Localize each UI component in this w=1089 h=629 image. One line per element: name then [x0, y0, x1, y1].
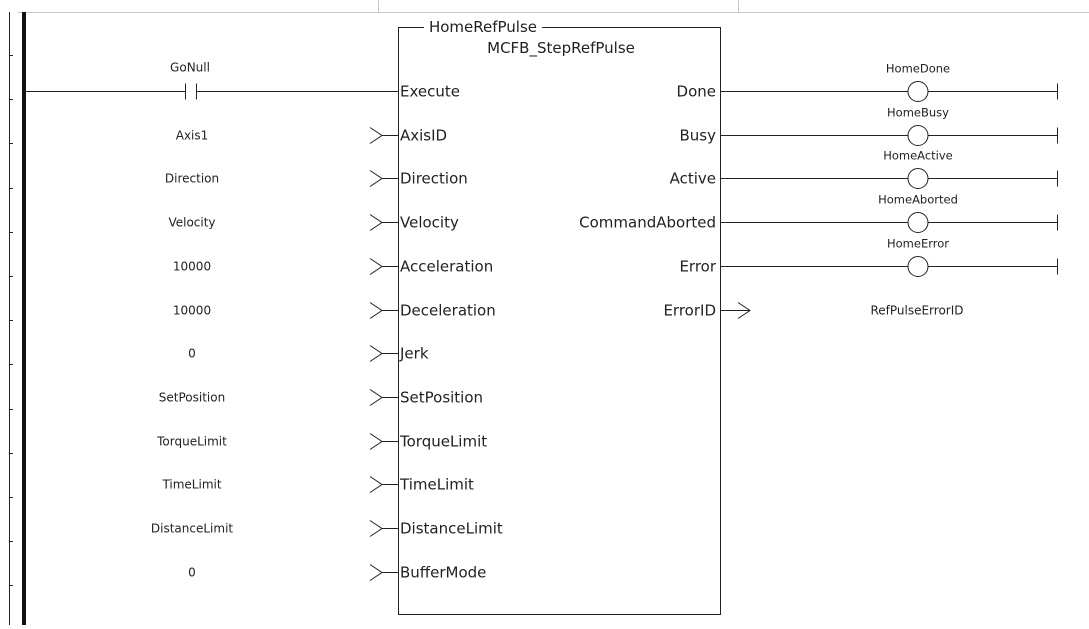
- coil-icon: [908, 82, 928, 102]
- input-timelimit[interactable]: TimeLimit TimeLimit: [161, 476, 474, 494]
- input-variable-label: Direction: [165, 172, 219, 186]
- input-variable-label: 10000: [173, 260, 211, 274]
- pin-label: ErrorID: [663, 302, 716, 320]
- input-variable-label: 0: [188, 347, 196, 361]
- input-variable-label: TimeLimit: [161, 478, 221, 492]
- coil-icon: [908, 169, 928, 189]
- pin-label: SetPosition: [400, 389, 483, 407]
- coil-icon: [908, 213, 928, 233]
- input-variable-label: Velocity: [168, 216, 215, 230]
- input-variable-label: 10000: [173, 304, 211, 318]
- input-arrow-icon: [370, 215, 382, 231]
- input-torquelimit[interactable]: TorqueLimit TorqueLimit: [156, 433, 487, 451]
- pin-label: Velocity: [400, 214, 459, 232]
- input-axisid[interactable]: Axis1 AxisID: [176, 127, 447, 145]
- pin-label: Error: [679, 258, 716, 276]
- output-errorid[interactable]: ErrorID RefPulseErrorID: [663, 302, 963, 320]
- pin-label: BufferMode: [400, 564, 486, 582]
- input-arrow-icon: [370, 521, 382, 537]
- output-variable-label: RefPulseErrorID: [870, 304, 963, 318]
- input-arrow-icon: [370, 303, 382, 319]
- pin-label: TimeLimit: [399, 476, 474, 494]
- pin-label: CommandAborted: [579, 214, 716, 232]
- coil-icon: [908, 126, 928, 146]
- coil-label: HomeActive: [883, 149, 953, 163]
- input-deceleration[interactable]: 10000 Deceleration: [173, 302, 496, 320]
- coil-label: HomeAborted: [878, 193, 958, 207]
- pin-label: Execute: [400, 83, 460, 101]
- pin-label: AxisID: [400, 127, 447, 145]
- left-power-rail: [22, 12, 26, 625]
- block-instance-name: HomeRefPulse: [429, 18, 537, 36]
- input-velocity[interactable]: Velocity Velocity: [168, 214, 459, 232]
- block-type-name: MCFB_StepRefPulse: [487, 39, 635, 58]
- output-error[interactable]: Error HomeError: [679, 237, 1057, 277]
- pin-label: Direction: [400, 170, 468, 188]
- input-buffermode[interactable]: 0 BufferMode: [188, 564, 486, 582]
- input-arrow-icon: [370, 259, 382, 275]
- input-arrow-icon: [370, 565, 382, 581]
- input-direction[interactable]: Direction Direction: [165, 170, 468, 188]
- input-arrow-icon: [370, 434, 382, 450]
- input-setposition[interactable]: SetPosition SetPosition: [159, 389, 483, 407]
- pin-label: Done: [677, 83, 716, 101]
- pin-label: Deceleration: [400, 302, 496, 320]
- coil-label: HomeDone: [886, 62, 950, 76]
- input-variable-label: SetPosition: [159, 391, 225, 405]
- input-acceleration[interactable]: 10000 Acceleration: [173, 258, 493, 276]
- input-arrow-icon: [370, 477, 382, 493]
- contact-label: GoNull: [170, 61, 210, 75]
- pin-label: Busy: [680, 127, 717, 145]
- output-done[interactable]: Done HomeDone: [677, 62, 1058, 102]
- input-arrow-icon: [370, 346, 382, 362]
- output-commandaborted[interactable]: CommandAborted HomeAborted: [579, 193, 1057, 233]
- input-variable-label: 0: [188, 566, 196, 580]
- output-busy[interactable]: Busy HomeBusy: [680, 106, 1058, 146]
- output-active[interactable]: Active HomeActive: [670, 149, 1058, 189]
- pin-label: DistanceLimit: [400, 520, 503, 538]
- input-variable-label: TorqueLimit: [156, 435, 227, 449]
- coil-label: HomeBusy: [887, 106, 949, 120]
- input-variable-label: Axis1: [176, 129, 209, 143]
- input-arrow-icon: [370, 390, 382, 406]
- input-arrow-icon: [370, 171, 382, 187]
- input-jerk[interactable]: 0 Jerk: [188, 345, 429, 363]
- coil-label: HomeError: [887, 237, 949, 251]
- coil-icon: [908, 257, 928, 277]
- pin-label: Active: [670, 170, 716, 188]
- pin-label: TorqueLimit: [399, 433, 487, 451]
- input-arrow-icon: [370, 128, 382, 144]
- pin-label: Acceleration: [400, 258, 493, 276]
- input-distancelimit[interactable]: DistanceLimit DistanceLimit: [151, 520, 503, 538]
- input-variable-label: DistanceLimit: [151, 522, 234, 536]
- pin-label: Jerk: [399, 345, 429, 363]
